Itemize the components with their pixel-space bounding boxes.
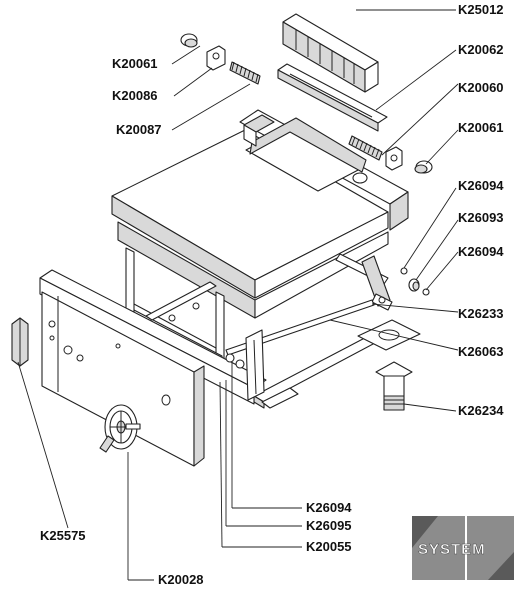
logo-accent [412, 516, 438, 548]
label-k20055: K20055 [306, 539, 352, 554]
support-arm [335, 253, 393, 311]
label-k20061-right: K20061 [458, 120, 504, 135]
label-k20062: K20062 [458, 42, 504, 57]
top-cover-strip [282, 13, 379, 93]
label-k26093: K26093 [458, 210, 504, 225]
griddle-plate [111, 109, 409, 299]
label-k25012: K25012 [458, 2, 504, 17]
part-labels: K25012 K20062 K20061 K20086 K20087 K2006… [40, 2, 504, 587]
bracket-right [385, 146, 403, 171]
label-k26234: K26234 [458, 403, 504, 418]
foot-plate [357, 319, 421, 351]
panel-bracket [225, 329, 265, 401]
bearing-nut [408, 278, 420, 292]
label-k20087: K20087 [116, 122, 162, 137]
adjustable-foot [375, 361, 413, 411]
leader-lines [17, 9, 459, 581]
label-k20061-left: K20061 [112, 56, 158, 71]
label-k26095: K26095 [306, 518, 352, 533]
label-k25575: K25575 [40, 528, 86, 543]
tie-rod [225, 299, 375, 356]
label-k26094-middle: K26094 [458, 244, 504, 259]
front-control-panel [11, 269, 267, 467]
label-k20060: K20060 [458, 80, 504, 95]
screw-small-upper [400, 267, 408, 275]
system-logo: SYSTEM [412, 516, 514, 580]
spring-right [348, 135, 383, 161]
spring-left [229, 61, 261, 85]
logo-text: SYSTEM [418, 541, 486, 558]
label-k26094-upper: K26094 [458, 178, 504, 193]
handwheel [99, 404, 141, 453]
end-cap-right [414, 160, 433, 174]
screw-small-lower [422, 288, 430, 296]
label-k20028: K20028 [158, 572, 204, 587]
label-k26063: K26063 [458, 344, 504, 359]
end-cap-left [180, 33, 198, 48]
label-k26233: K26233 [458, 306, 504, 321]
hinge-bar [277, 63, 388, 132]
bracket-left [206, 45, 226, 71]
label-k20086: K20086 [112, 88, 158, 103]
label-k26094-lower: K26094 [306, 500, 352, 515]
